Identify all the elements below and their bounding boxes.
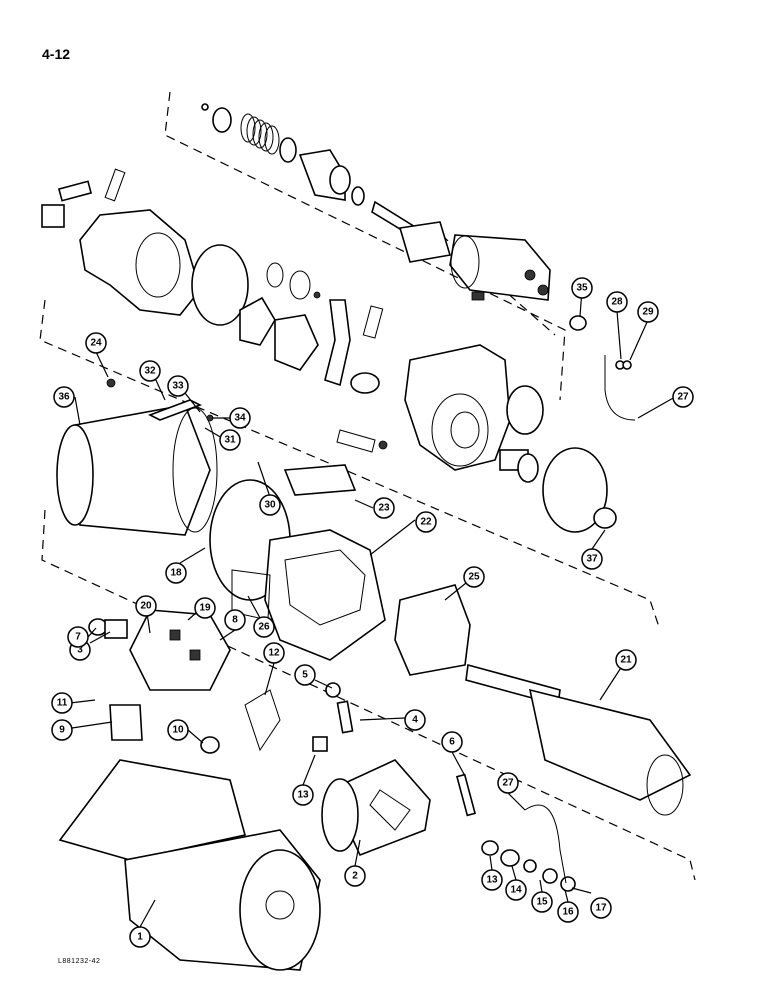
lever-housing: [336, 344, 617, 533]
svg-text:25: 25: [468, 572, 480, 583]
dashed-outline-housing: [39, 299, 661, 631]
svg-text:18: 18: [170, 568, 182, 579]
svg-text:31: 31: [224, 435, 236, 446]
callout-31: 31: [219, 429, 241, 451]
callout-18: 18: [165, 562, 187, 584]
callout-24: 24: [85, 332, 107, 354]
callout-2: 2: [344, 865, 366, 887]
plunger-parts: [201, 103, 452, 263]
svg-text:7: 7: [75, 632, 81, 643]
callout-35: 35: [571, 277, 593, 299]
callout-6: 6: [441, 731, 463, 753]
terminal-hardware: [481, 315, 636, 892]
svg-text:4: 4: [412, 715, 418, 726]
svg-text:3: 3: [77, 645, 83, 656]
assembled-starter: [58, 759, 321, 971]
callout-20: 20: [135, 595, 157, 617]
svg-text:16: 16: [562, 907, 574, 918]
svg-text:8: 8: [232, 615, 238, 626]
svg-text:28: 28: [611, 297, 623, 308]
field-coils: [264, 464, 386, 661]
drive-end-housing: [41, 168, 249, 326]
svg-text:36: 36: [58, 392, 70, 403]
callout-30: 30: [259, 494, 281, 516]
solenoid-body: [449, 234, 551, 301]
svg-text:13: 13: [486, 875, 498, 886]
callout-27: 27: [497, 772, 519, 794]
svg-text:13: 13: [297, 790, 309, 801]
callout-16: 16: [557, 901, 579, 923]
svg-text:10: 10: [172, 725, 184, 736]
svg-text:5: 5: [302, 670, 308, 681]
svg-text:35: 35: [576, 283, 588, 294]
dashed-outline-field: [41, 509, 696, 881]
svg-text:33: 33: [172, 381, 184, 392]
svg-text:14: 14: [510, 885, 522, 896]
callout-14: 14: [505, 879, 527, 901]
svg-text:26: 26: [258, 622, 270, 633]
callout-27-upper: 27: [672, 386, 694, 408]
armature: [465, 663, 692, 816]
callout-9: 9: [51, 719, 73, 741]
callout-26: 26: [253, 616, 275, 638]
brush-plate: [88, 609, 231, 754]
svg-text:34: 34: [234, 413, 246, 424]
callout-28: 28: [606, 291, 628, 313]
callout-29: 29: [637, 301, 659, 323]
callout-25: 25: [463, 566, 485, 588]
svg-text:12: 12: [268, 648, 280, 659]
svg-text:20: 20: [140, 601, 152, 612]
callout-17: 17: [590, 897, 612, 919]
callout-13-lower: 13: [481, 869, 503, 891]
svg-text:17: 17: [595, 903, 607, 914]
svg-text:1: 1: [137, 932, 143, 943]
callout-10: 10: [167, 719, 189, 741]
callout-4: 4: [404, 709, 426, 731]
svg-text:32: 32: [144, 366, 156, 377]
callout-7: 7: [67, 626, 89, 648]
svg-text:24: 24: [90, 338, 102, 349]
callout-1: 1: [129, 926, 151, 948]
callout-15: 15: [531, 891, 553, 913]
svg-text:2: 2: [352, 871, 358, 882]
commutator-end-frame: [244, 682, 477, 857]
callout-11: 11: [51, 692, 73, 714]
svg-text:37: 37: [586, 554, 598, 565]
svg-text:30: 30: [264, 500, 276, 511]
svg-text:23: 23: [378, 503, 390, 514]
svg-text:27: 27: [502, 778, 514, 789]
callout-8: 8: [224, 609, 246, 631]
motor-frame: [56, 378, 291, 601]
svg-text:22: 22: [420, 517, 432, 528]
callout-37: 37: [581, 548, 603, 570]
callout-5: 5: [294, 664, 316, 686]
svg-text:6: 6: [449, 737, 455, 748]
drive-pinion: [239, 262, 384, 387]
svg-text:11: 11: [57, 698, 68, 709]
svg-text:29: 29: [642, 307, 654, 318]
page-number: 4-12: [42, 46, 71, 62]
svg-text:15: 15: [536, 897, 548, 908]
callout-23: 23: [373, 497, 395, 519]
callout-34: 34: [229, 407, 251, 429]
callout-33: 33: [167, 375, 189, 397]
callout-12: 12: [263, 642, 285, 664]
dashed-outline-solenoid: [164, 91, 566, 401]
callout-19: 19: [194, 597, 216, 619]
callout-32: 32: [139, 360, 161, 382]
callout-21: 21: [615, 649, 637, 671]
svg-text:27: 27: [677, 392, 689, 403]
svg-text:19: 19: [199, 603, 211, 614]
figure-code: L881232-42: [58, 958, 101, 965]
callout-36: 36: [53, 386, 75, 408]
callout-13: 13: [292, 784, 314, 806]
svg-text:21: 21: [620, 655, 632, 666]
svg-text:9: 9: [59, 725, 65, 736]
callout-22: 22: [415, 511, 437, 533]
